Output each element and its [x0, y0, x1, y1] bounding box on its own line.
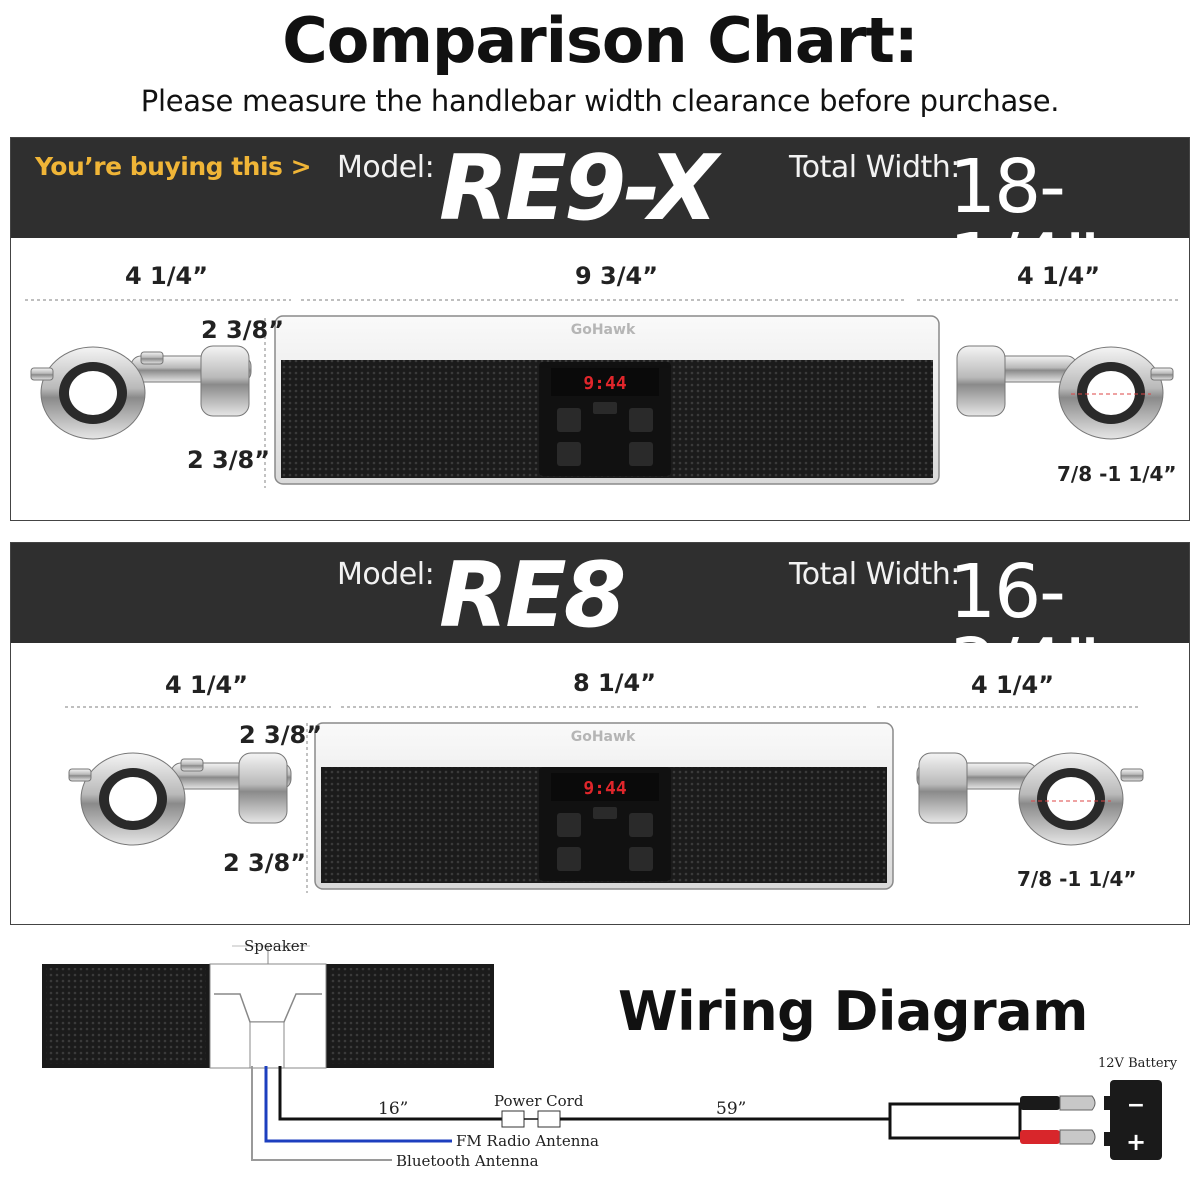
length-short-label: 16” — [378, 1099, 409, 1119]
total-width-value: 18-1/4” — [949, 144, 1100, 304]
left-clamp — [68, 752, 292, 846]
model-name: RE8 — [439, 543, 626, 648]
model-header-bar: Model: RE8 Total Width: 16-3/4” — [11, 543, 1189, 703]
fm-antenna-wire — [264, 1066, 452, 1143]
speaker-label: Speaker — [244, 937, 307, 955]
display-digits: 9:44 — [583, 373, 627, 394]
display-digits: 9:44 — [583, 778, 627, 799]
bt-antenna-label: Bluetooth Antenna — [396, 1152, 539, 1170]
dim-center-width: 8 1/4” — [573, 669, 656, 697]
wiring-diagram: − + — [42, 945, 1162, 1161]
right-clamp — [916, 752, 1144, 846]
total-width-value: 16-3/4” — [949, 549, 1100, 709]
battery-label: 12V Battery — [1098, 1056, 1178, 1071]
right-clamp — [956, 345, 1174, 440]
page-title: Comparison Chart: — [282, 4, 918, 77]
svg-text:+: + — [1126, 1128, 1146, 1156]
buying-this-tag: You’re buying this > — [35, 152, 312, 181]
dim-right-width: 4 1/4” — [971, 671, 1054, 699]
model-label: Model: — [337, 557, 435, 592]
page-subtitle: Please measure the handlebar width clear… — [140, 84, 1060, 118]
model-header-bar: You’re buying this > Model: RE9-X Total … — [11, 136, 1189, 298]
left-clamp — [30, 345, 252, 440]
battery-icon: − + — [1104, 1080, 1162, 1160]
dim-bottom-height: 2 3/8” — [223, 849, 306, 877]
brand-logo: GoHawk — [571, 322, 636, 338]
fm-antenna-label: FM Radio Antenna — [456, 1132, 599, 1150]
brand-logo: GoHawk — [571, 729, 636, 745]
power-connector-b — [537, 1110, 561, 1128]
speaker-body — [274, 315, 940, 485]
negative-terminal — [1020, 1095, 1096, 1111]
model-panel-re8: Model: RE8 Total Width: 16-3/4” — [10, 542, 1190, 925]
power-wire — [278, 1066, 502, 1121]
dim-top-height: 2 3/8” — [201, 316, 284, 344]
dim-center-width: 9 3/4” — [575, 262, 658, 290]
power-connector-a — [501, 1110, 525, 1128]
svg-text:−: − — [1127, 1093, 1145, 1118]
dimension-lines — [25, 299, 1181, 488]
model-panel-re9x: You’re buying this > Model: RE9-X Total … — [10, 137, 1190, 521]
dimension-lines — [65, 706, 1141, 893]
dim-bottom-height: 2 3/8” — [187, 446, 270, 474]
speaker-drawing: GoHawk 9:44 — [25, 299, 1181, 488]
total-width-label: Total Width: — [789, 150, 960, 185]
model-label: Model: — [337, 150, 435, 185]
length-long-label: 59” — [716, 1099, 747, 1119]
dim-left-width: 4 1/4” — [125, 262, 208, 290]
dim-top-height: 2 3/8” — [239, 721, 322, 749]
bt-antenna-wire — [251, 1066, 392, 1161]
speaker-body — [314, 722, 894, 890]
positive-terminal — [1020, 1129, 1096, 1145]
total-width-label: Total Width: — [789, 557, 960, 592]
speaker-unit — [42, 945, 494, 1069]
dim-clamp-range: 7/8 -1 1/4” — [1057, 462, 1177, 486]
speaker-drawing: GoHawk 9:44 — [65, 706, 1144, 893]
dim-left-width: 4 1/4” — [165, 671, 248, 699]
dim-right-width: 4 1/4” — [1017, 262, 1100, 290]
power-cord-label: Power Cord — [494, 1092, 584, 1110]
dim-clamp-range: 7/8 -1 1/4” — [1017, 867, 1137, 891]
wiring-title: Wiring Diagram — [618, 980, 1088, 1043]
model-name: RE9-X — [439, 136, 718, 241]
